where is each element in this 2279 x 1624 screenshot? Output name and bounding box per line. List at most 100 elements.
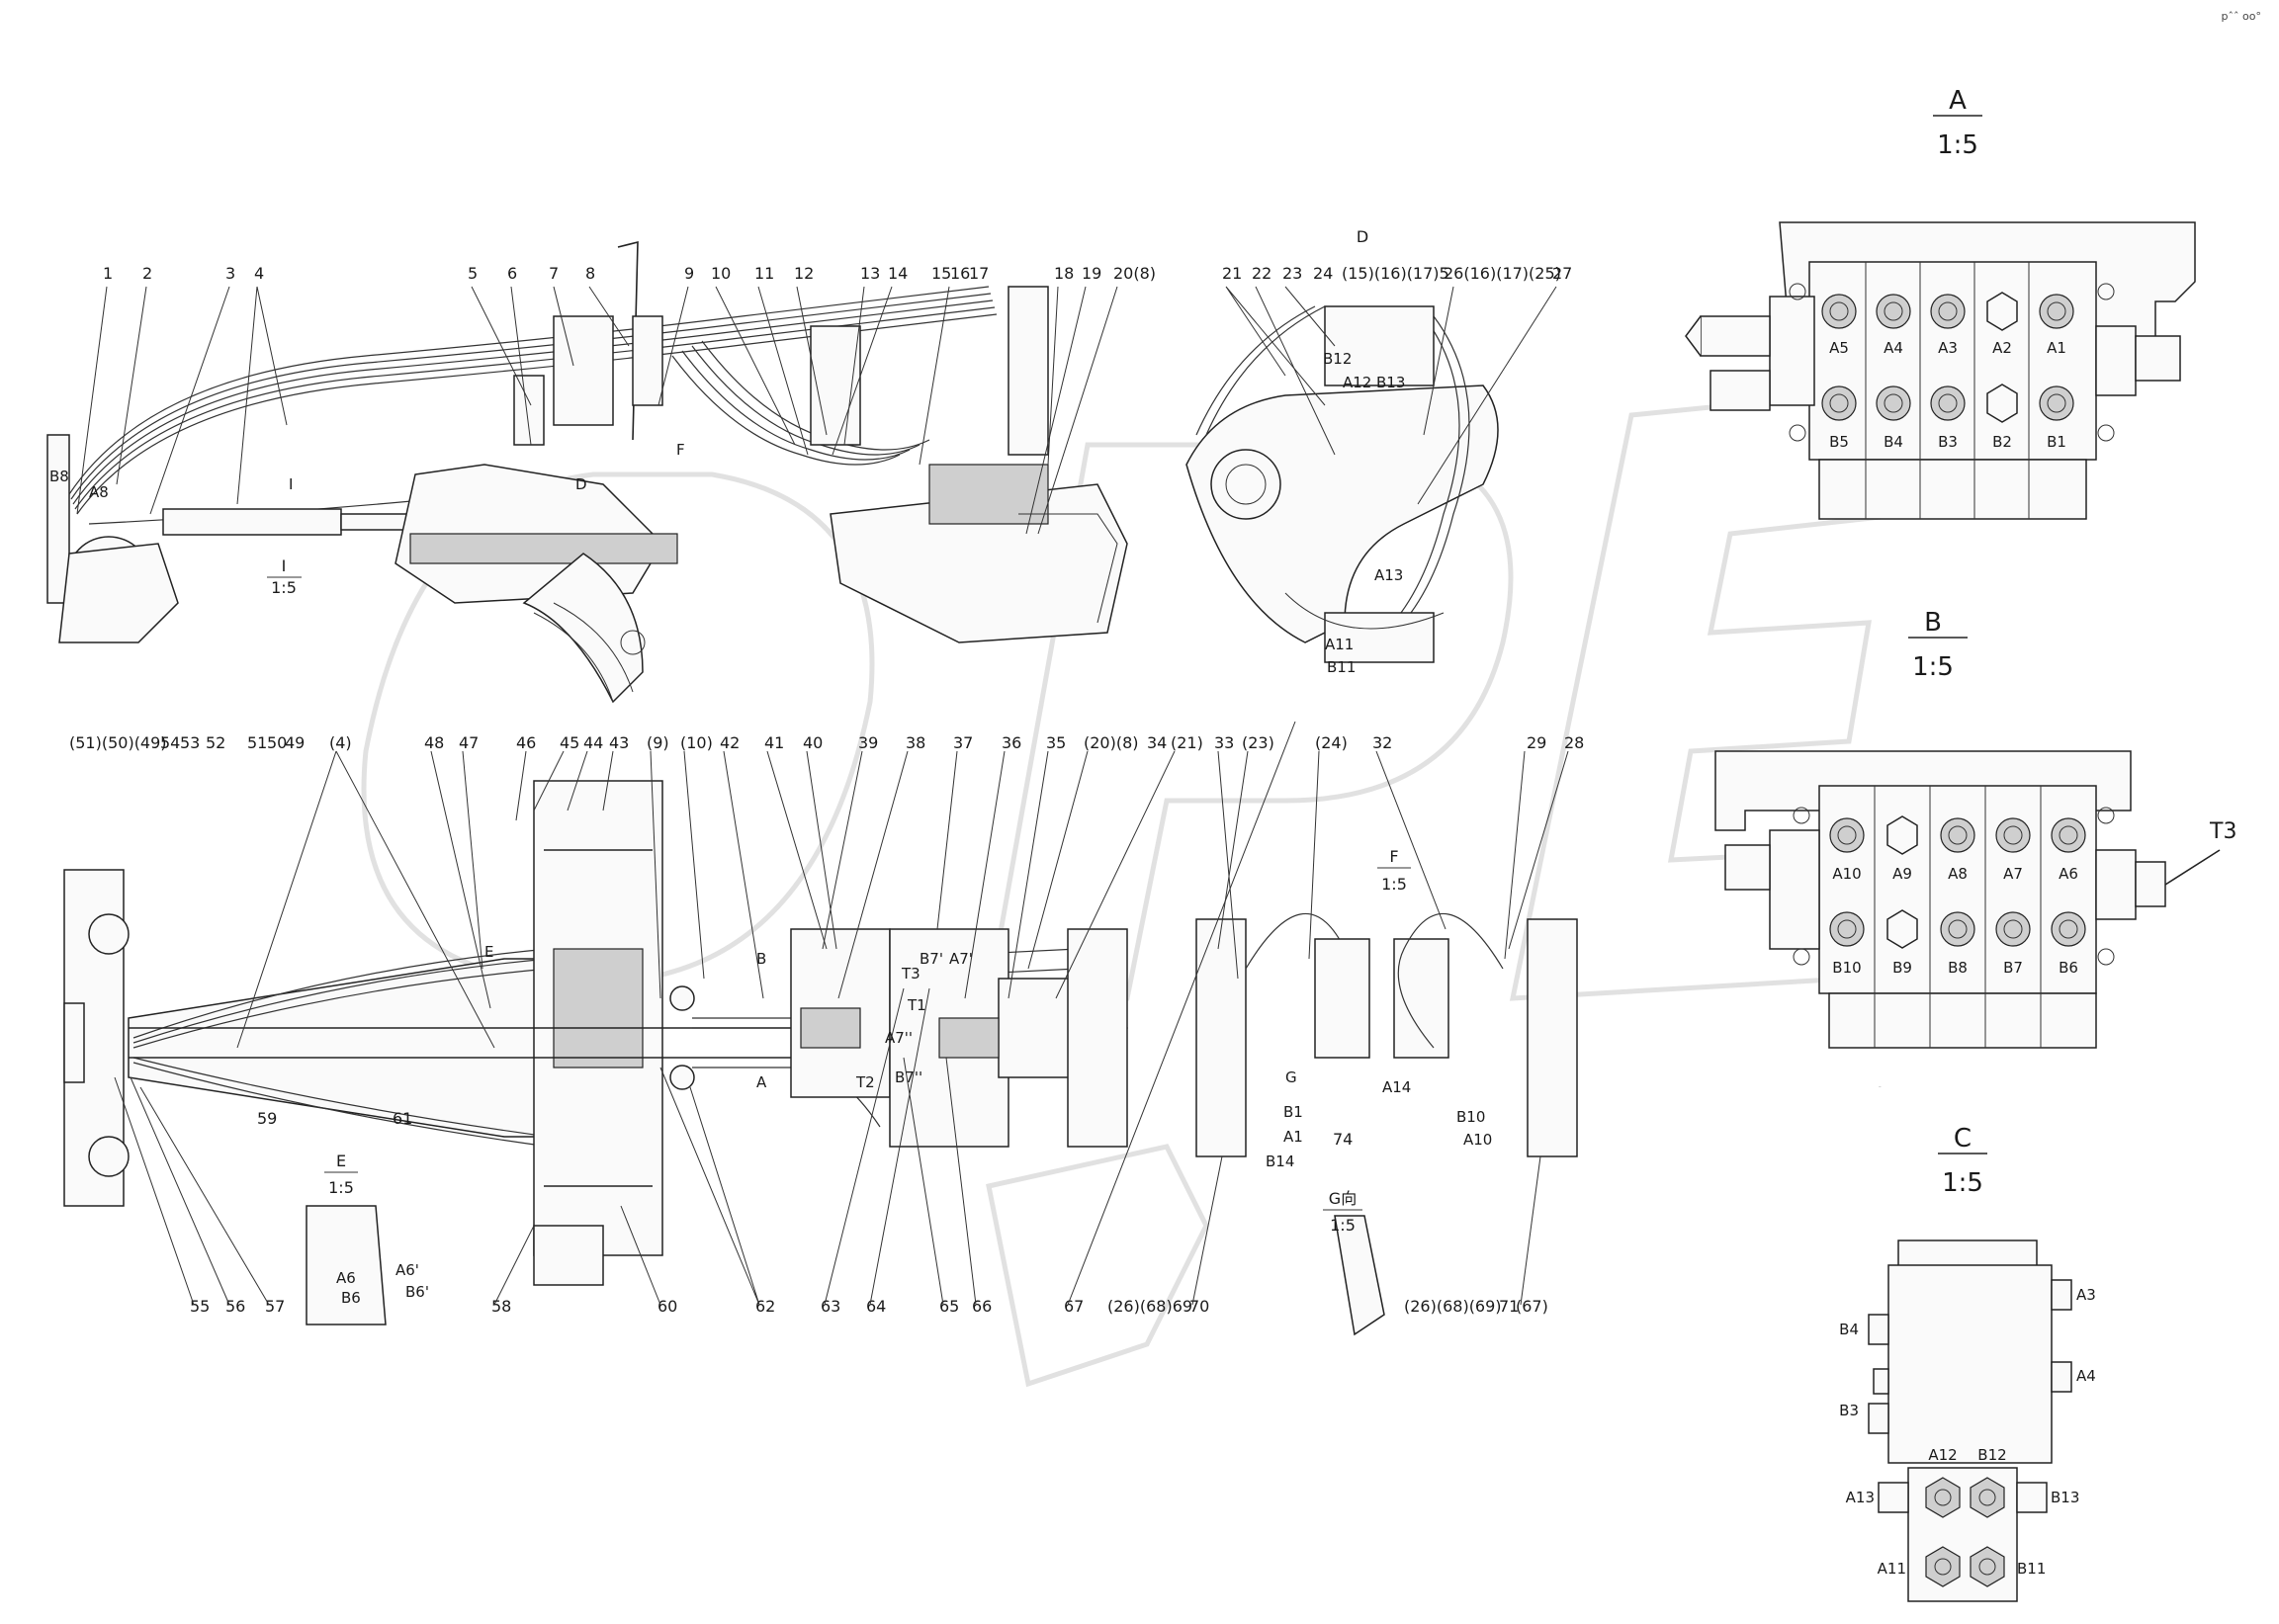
callout: 11 [754, 264, 774, 283]
callout: 57 [265, 1297, 285, 1316]
port-label: B6' [405, 1283, 429, 1301]
view-A: A 1:5 A5 A4 A3 A2 A1 [1685, 86, 2196, 520]
callout: 74 [1333, 1130, 1353, 1149]
corner-mark: pˆˆ oo° [2221, 10, 2261, 23]
detail-scale: 1:5 [328, 1178, 354, 1197]
port-label: B7' [920, 950, 943, 968]
port-label: B7'' [895, 1068, 922, 1086]
port-label: A5 [1829, 339, 1849, 357]
callout: 67 [1064, 1297, 1084, 1316]
section-marker: E [484, 943, 493, 961]
port-label: A8 [89, 483, 109, 501]
port-label: T2 [855, 1073, 875, 1091]
port-label: A12 [1928, 1446, 1957, 1464]
callouts-middle: (51)(50)(49) 54 53 52 51 50 49 (4) 48 47… [69, 733, 1584, 752]
callout: 61 [393, 1109, 412, 1128]
detail-title: I [282, 556, 287, 575]
callout: 29 [1527, 733, 1546, 752]
port-label: A10 [1832, 865, 1861, 883]
port-label: A7' [949, 950, 973, 968]
callout: 70 [1189, 1297, 1209, 1316]
port-row-B-top [1829, 815, 2086, 855]
port-label: B7 [2003, 959, 2023, 977]
callout: 17 [969, 264, 989, 283]
port-label: B11 [2017, 1560, 2046, 1578]
port-label: A11 [1325, 636, 1354, 653]
callout: 6 [507, 264, 517, 283]
view-title: B [1924, 608, 1942, 638]
callout: 53 [180, 733, 200, 752]
port-labels: B A T3 T2 B7' A7' A7'' B7'' T1 A1 B1 B14… [49, 350, 1492, 1307]
callout: 32 [1372, 733, 1392, 752]
callout: (26)(68)(69) [1404, 1297, 1502, 1316]
callout: (51)(50)(49) [69, 733, 167, 752]
callout: 34 [1147, 733, 1167, 752]
callout: (4) [329, 733, 352, 752]
port-label: B1 [1283, 1103, 1303, 1121]
port-label: A7 [2003, 865, 2023, 883]
view-title: A [1949, 86, 1967, 116]
view-scale: 1:5 [1942, 1168, 1983, 1198]
callout: 12 [794, 264, 814, 283]
port-label: A4 [2076, 1367, 2096, 1385]
port-label: A4 [1884, 339, 1903, 357]
watermark-text: OPEX [1879, 1086, 1882, 1088]
port-label: B10 [1456, 1108, 1485, 1126]
callout: 50 [267, 733, 287, 752]
callout: 36 [1002, 733, 1021, 752]
view-B: B 1:5 T3 A10 A9 A8 A7 A6 [1714, 608, 2236, 1049]
port-label: A [756, 1073, 767, 1091]
port-label: B13 [2051, 1489, 2079, 1506]
detail-title: D [1357, 227, 1368, 246]
callout: 24 [1313, 264, 1333, 283]
callout: 15 [931, 264, 951, 283]
section-marker: I [289, 475, 293, 493]
port-label: B11 [1327, 658, 1356, 676]
callout: (9) [647, 733, 669, 752]
callout: 37 [953, 733, 973, 752]
port-label: T3 [901, 965, 920, 983]
callout: 55 [190, 1297, 210, 1316]
callout: 18 [1054, 264, 1074, 283]
callout: 51 [247, 733, 267, 752]
callout: 7 [549, 264, 559, 283]
callout: 1 [103, 264, 113, 283]
port-label: A7'' [885, 1029, 913, 1047]
port-label: A3 [1938, 339, 1958, 357]
callout: 44 [583, 733, 603, 752]
callout: 3 [225, 264, 235, 283]
callout: (67) [1516, 1297, 1548, 1316]
port-label: B5 [1829, 433, 1849, 451]
callout: 66 [972, 1297, 992, 1316]
port-label: B3 [1938, 433, 1958, 451]
callout: 20(8) [1113, 264, 1156, 283]
callout: 4 [254, 264, 264, 283]
callout: 71 [1499, 1297, 1519, 1316]
section-marker: D [575, 475, 587, 493]
callouts-bottom: 55 56 57 58 59 60 61 62 63 64 65 66 67 (… [190, 1109, 1548, 1316]
port-label: B3 [1839, 1402, 1859, 1419]
callout: 28 [1564, 733, 1584, 752]
callout: (24) [1315, 733, 1348, 752]
port-label: A13 [1846, 1489, 1875, 1506]
port-label: A3 [2076, 1286, 2096, 1304]
port-label: T3 [2209, 819, 2236, 844]
callout: 9 [684, 264, 694, 283]
view-scale: 1:5 [1912, 652, 1954, 682]
port-label: B12 [1977, 1446, 2006, 1464]
view-title: C [1954, 1124, 1972, 1154]
callout: 5 [468, 264, 478, 283]
callout: 38 [906, 733, 925, 752]
port-label: A1 [2047, 339, 2066, 357]
callout: 58 [491, 1297, 511, 1316]
port-label: B4 [1884, 433, 1903, 451]
callout: 35 [1046, 733, 1066, 752]
callout: 60 [657, 1297, 677, 1316]
callout: 47 [459, 733, 479, 752]
port-label: A6 [2059, 865, 2078, 883]
callout: 63 [821, 1297, 840, 1316]
callout: (20)(8) [1084, 733, 1139, 752]
port-label: A6' [395, 1261, 419, 1279]
port-label: B8 [1948, 959, 1968, 977]
port-row-A-top [1821, 292, 2074, 331]
